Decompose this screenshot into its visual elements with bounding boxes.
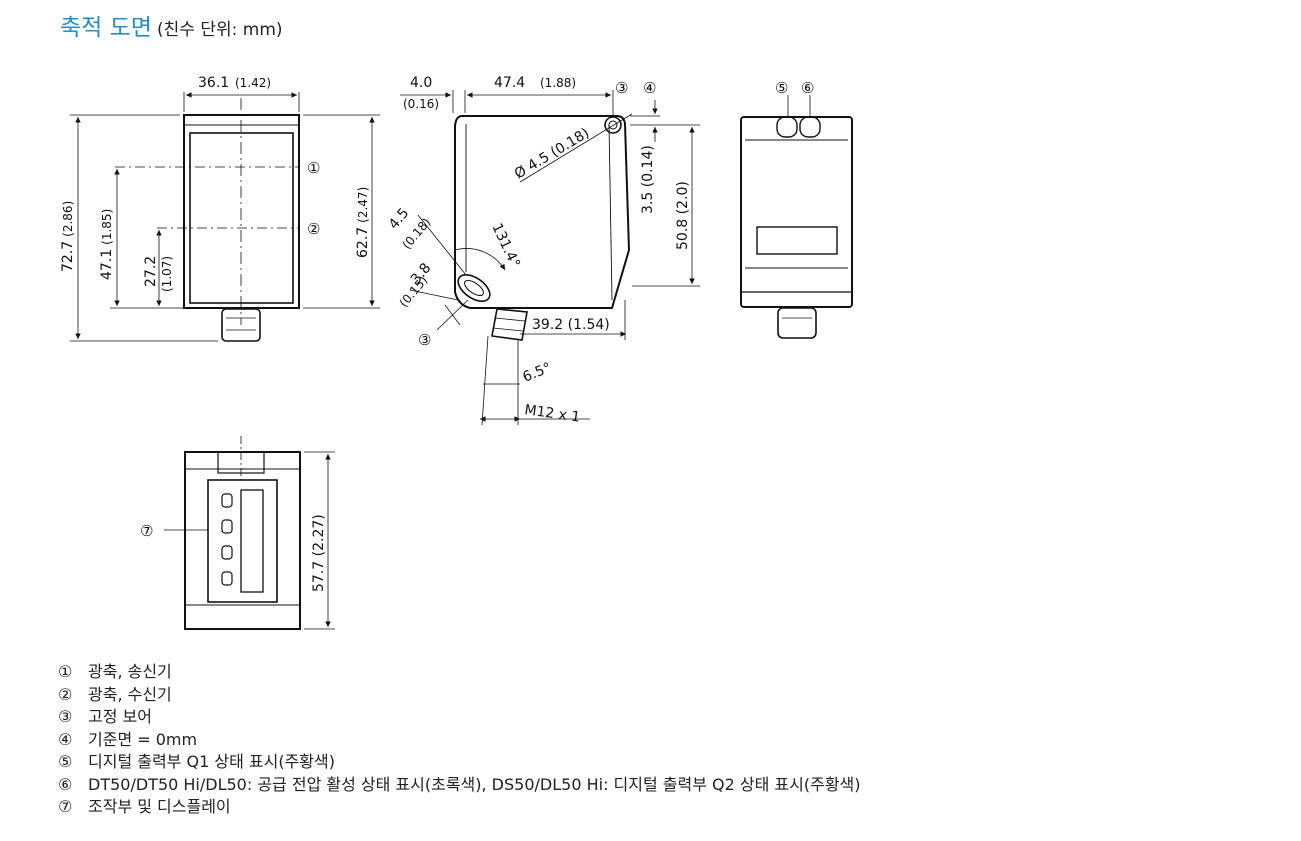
legend-item: ③ 고정 보어 <box>58 706 861 729</box>
hole-diameter-dim: Ø 4.5 (0.18) <box>512 125 592 182</box>
control-button-4 <box>221 571 233 586</box>
side-width-dim: 47.4 <box>494 75 525 91</box>
legend-text: 광축, 송신기 <box>88 662 172 681</box>
control-button-2 <box>221 519 233 534</box>
marker-3-top: ③ <box>615 79 628 97</box>
page-title: 축적 도면 (친수 단위: mm) <box>60 8 283 42</box>
front-height-inch: (2.86) <box>61 201 75 237</box>
legend-text: 조작부 및 디스플레이 <box>88 797 231 816</box>
axis1-height-value: 47.1 <box>99 249 115 280</box>
legend-number: ⑤ <box>58 752 73 771</box>
legend-list: ① 광축, 송신기 ② 광축, 수신기 ③ 고정 보어 ④ 기준면 = 0mm ⑤ 디지털… <box>58 661 861 819</box>
legend-text: 고정 보어 <box>88 707 152 726</box>
axis2-height-inch: (1.07) <box>160 256 174 292</box>
axis1-height-dim: 47.1 (1.85) <box>99 209 115 280</box>
marker-2: ② <box>307 220 320 238</box>
body-height-value: 62.7 <box>355 227 371 258</box>
bottom-view <box>164 436 335 630</box>
hole-offset-dim: 3.5 (0.14) <box>640 145 656 214</box>
control-button-1 <box>221 493 233 508</box>
legend-item: ① 광축, 송신기 <box>58 661 861 684</box>
mounting-hole <box>604 116 622 134</box>
front-height-value: 72.7 <box>60 241 76 272</box>
legend-text: 기준면 = 0mm <box>88 729 198 749</box>
legend-number: ③ <box>58 707 73 726</box>
legend-item: ④ 기준면 = 0mm <box>58 729 861 752</box>
bottom-height-dim: 57.7 (2.27) <box>311 514 327 592</box>
dimension-drawing: 36.1 (1.42) 72.7 (2.86) 47.1 (1.85) 27.2 (… <box>60 75 853 630</box>
side-offset-inch: (0.16) <box>403 97 439 111</box>
legend-number: ⑦ <box>58 797 73 816</box>
legend-number: ⑥ <box>58 774 73 794</box>
legend-text: DT50/DT50 Hi/DL50: 공급 전압 활성 상태 표시(초록색), … <box>88 774 861 794</box>
legend-text: 디지털 출력부 Q1 상태 표시(주황색) <box>88 752 335 771</box>
status-led-6 <box>799 116 821 138</box>
legend-item: ⑦ 조작부 및 디스플레이 <box>58 796 861 819</box>
base-width-dim: 39.2 (1.54) <box>532 317 610 333</box>
display-window <box>240 489 264 593</box>
marker-6: ⑥ <box>801 79 814 97</box>
angle-dim: 131.4° <box>488 221 522 270</box>
legend-item: ⑤ 디지털 출력부 Q1 상태 표시(주황색) <box>58 751 861 774</box>
legend-item: ② 광축, 수신기 <box>58 684 861 707</box>
side-connector <box>491 308 528 341</box>
legend-number: ④ <box>58 729 73 749</box>
axis2-height-value: 27.2 <box>143 256 159 287</box>
mounting-slot <box>457 274 491 302</box>
title-units: (친수 단위: mm) <box>157 20 283 40</box>
rear-label-window <box>756 226 838 255</box>
legend-text: 광축, 수신기 <box>88 684 172 704</box>
body-height-dim: 62.7 (2.47) <box>355 187 371 258</box>
slot-width1-value: 4.5 <box>386 205 413 232</box>
legend-number: ① <box>58 662 73 681</box>
control-panel <box>207 479 278 603</box>
front-housing <box>183 114 300 309</box>
rear-housing <box>740 116 853 308</box>
control-button-3 <box>221 545 233 560</box>
rear-connector <box>777 307 817 339</box>
marker-5: ⑤ <box>775 79 788 97</box>
legend-number: ② <box>58 684 73 704</box>
side-width-inch: (1.88) <box>540 76 576 90</box>
side-view <box>400 90 700 426</box>
front-height-dim: 72.7 (2.86) <box>60 201 76 272</box>
side-offset-dim: 4.0 <box>410 75 432 91</box>
rear-view <box>740 95 853 339</box>
marker-4: ④ <box>643 79 656 97</box>
marker-7: ⑦ <box>140 522 153 540</box>
front-connector <box>221 308 261 342</box>
marker-1: ① <box>307 159 320 177</box>
front-view <box>70 92 380 342</box>
front-window <box>189 132 294 304</box>
tilt-angle-dim: 6.5° <box>521 360 554 386</box>
axis1-height-inch: (1.85) <box>100 209 114 245</box>
legend-item: ⑥ DT50/DT50 Hi/DL50: 공급 전압 활성 상태 표시(초록색),… <box>58 774 861 797</box>
ref-height-dim: 50.8 (2.0) <box>675 181 691 250</box>
title-main: 축적 도면 <box>60 15 152 41</box>
marker-3-side: ③ <box>418 331 431 349</box>
thread-dim: M12 x 1 <box>523 402 581 426</box>
side-housing <box>454 115 631 309</box>
front-width-inch: (1.42) <box>235 76 271 90</box>
front-width-dim: 36.1 <box>198 75 229 91</box>
status-led-5 <box>776 116 798 138</box>
body-height-inch: (2.47) <box>356 187 370 223</box>
